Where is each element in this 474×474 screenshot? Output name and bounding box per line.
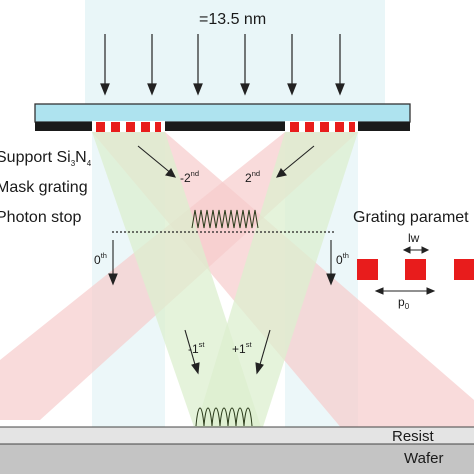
period-arrow (374, 287, 436, 295)
incident-arrows (100, 34, 345, 96)
mask-grating-label: Mask grating (0, 179, 88, 196)
wavelength-label: =13.5 nm (199, 11, 266, 28)
order-minus-2-label: -2nd (180, 169, 199, 185)
mask-grating-right (290, 122, 355, 132)
resist-label: Resist (392, 428, 435, 445)
order-plus-1-label: +1st (232, 340, 252, 356)
mask-grating-left (96, 122, 161, 132)
linewidth-arrow (402, 246, 430, 254)
support-label: Support Si3N4 (0, 149, 92, 168)
photon-stop-label: Photon stop (0, 209, 82, 226)
grating-params-label: Grating paramet (353, 209, 469, 226)
order-minus-1-label: -1st (188, 340, 205, 356)
order-zero-left-label: 0th (94, 251, 107, 267)
incident-beam (85, 0, 385, 112)
mask-membrane (34, 103, 411, 123)
grating-parameter-squares (357, 259, 474, 280)
mask-absorber (35, 122, 410, 131)
order-plus-2-label: 2nd (245, 169, 260, 185)
order-zero-right-label: 0th (336, 251, 349, 267)
linewidth-label: lw (408, 231, 420, 245)
second-order-arrows (137, 145, 315, 178)
period-label: p0 (398, 295, 410, 311)
first-order-beam-right (195, 132, 358, 430)
wafer-layer (0, 443, 474, 474)
interference-pattern-resist (195, 407, 253, 427)
interference-pattern-top (191, 209, 259, 229)
first-order-arrows (184, 329, 271, 375)
wafer-label: Wafer (404, 450, 443, 467)
zero-order-arrows (108, 240, 336, 286)
